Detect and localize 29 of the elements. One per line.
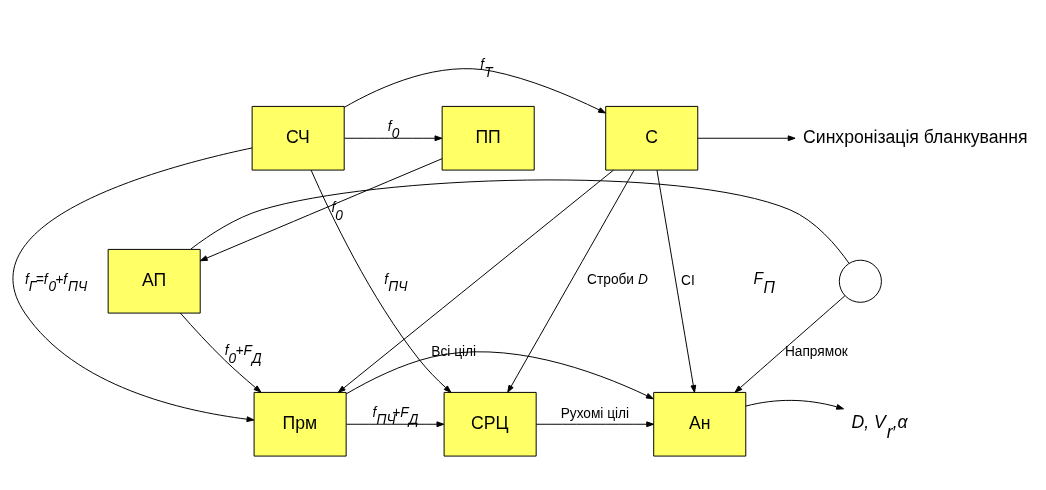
node-text: Синхронізація бланкування	[803, 126, 1028, 147]
arrow	[535, 420, 655, 427]
arrow	[734, 294, 846, 393]
node-box: ПП	[441, 105, 535, 171]
connector	[190, 179, 850, 264]
node-box: СРЦ	[443, 391, 537, 457]
arrow	[344, 134, 443, 141]
arrow	[179, 312, 262, 393]
arrow	[337, 169, 614, 393]
edge-label: Напрямок	[784, 343, 848, 359]
edge-label: Строби D	[587, 271, 648, 287]
edge-label: Рухомі цілі	[560, 405, 630, 421]
node-circle	[838, 259, 882, 303]
node-box: СЧ	[251, 105, 345, 171]
node-box: Ан	[653, 391, 747, 457]
arrow	[697, 134, 796, 141]
edge-label: СІ	[681, 272, 695, 288]
node-box: Прм	[253, 391, 347, 457]
arrow	[507, 169, 635, 393]
arrow	[199, 157, 443, 261]
arrow	[13, 146, 255, 422]
arrow	[745, 399, 845, 410]
arrow	[656, 169, 697, 393]
arrow	[346, 420, 445, 427]
arrow	[343, 67, 606, 113]
arrow	[345, 350, 654, 399]
node-box: АП	[107, 248, 201, 314]
node-box: С	[605, 105, 699, 171]
arrow	[310, 169, 452, 393]
